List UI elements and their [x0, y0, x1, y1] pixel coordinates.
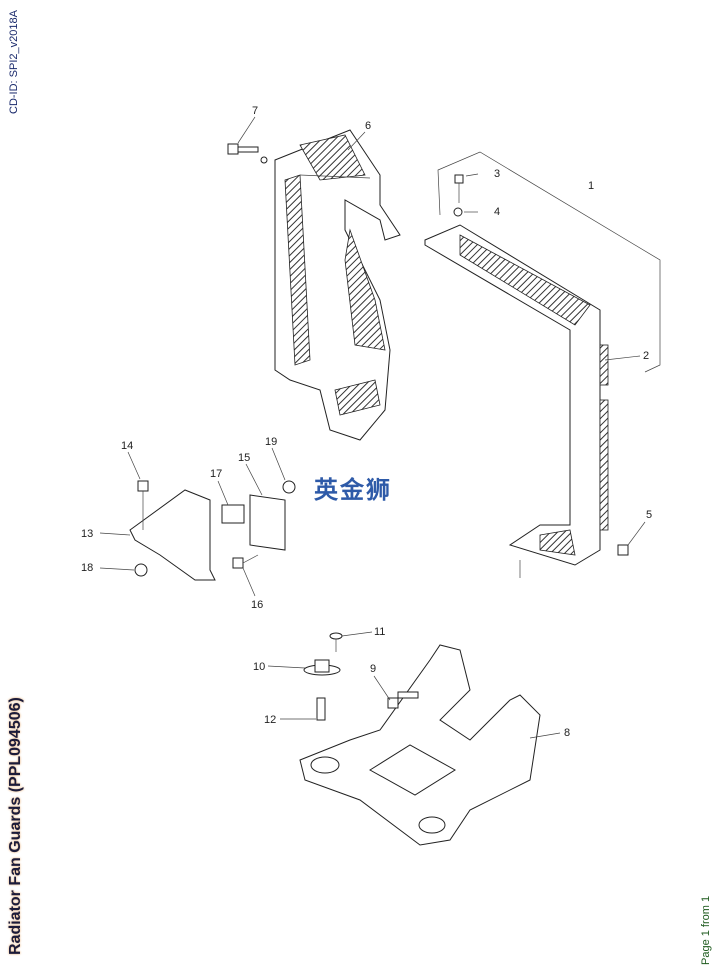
callout-19: 19: [265, 436, 277, 448]
part-8-frame: [299, 644, 541, 846]
callout-18: 18: [81, 562, 93, 574]
part-6-fan-guard: [274, 129, 401, 441]
callout-4: 4: [494, 206, 500, 218]
callout-2: 2: [643, 350, 649, 362]
part-12-bolt: [316, 697, 326, 721]
part-3-bolt: [454, 174, 464, 203]
callout-3: 3: [494, 168, 500, 180]
callout-17: 17: [210, 468, 222, 480]
callout-1: 1: [588, 180, 594, 192]
callout-8: 8: [564, 727, 570, 739]
part-17-isolator: [221, 504, 245, 524]
callout-9: 9: [370, 663, 376, 675]
callout-13: 13: [81, 528, 93, 540]
watermark: 英金狮: [314, 476, 392, 504]
part-7-bolt: [227, 143, 268, 164]
part-13-bracket: [129, 489, 216, 581]
callout-numbers: 1 2 3 4 5 6 7 8 9 10 11 12 13 14 15 16 1…: [81, 105, 652, 739]
part-5-bolt: [617, 544, 629, 556]
callout-5: 5: [646, 509, 652, 521]
part-9-bolt: [387, 691, 419, 709]
part-14-bolt: [137, 480, 149, 530]
callout-15: 15: [238, 452, 250, 464]
callout-14: 14: [121, 440, 133, 452]
callout-11: 11: [374, 626, 385, 638]
callout-10: 10: [253, 661, 265, 673]
part-4-washer: [453, 207, 463, 217]
part-18-nut: [134, 563, 148, 577]
callout-12: 12: [264, 714, 276, 726]
part-10-mount: [303, 659, 341, 676]
callout-6: 6: [365, 120, 371, 132]
callout-7: 7: [252, 105, 258, 117]
part-16-bolt: [232, 554, 259, 569]
part-19-nut: [282, 480, 296, 494]
part-11-screw: [329, 632, 343, 652]
part-15-plate: [249, 494, 286, 551]
callout-16: 16: [251, 599, 263, 611]
part-1-fan-guard: [424, 224, 609, 578]
leader-lines: [99, 116, 661, 739]
